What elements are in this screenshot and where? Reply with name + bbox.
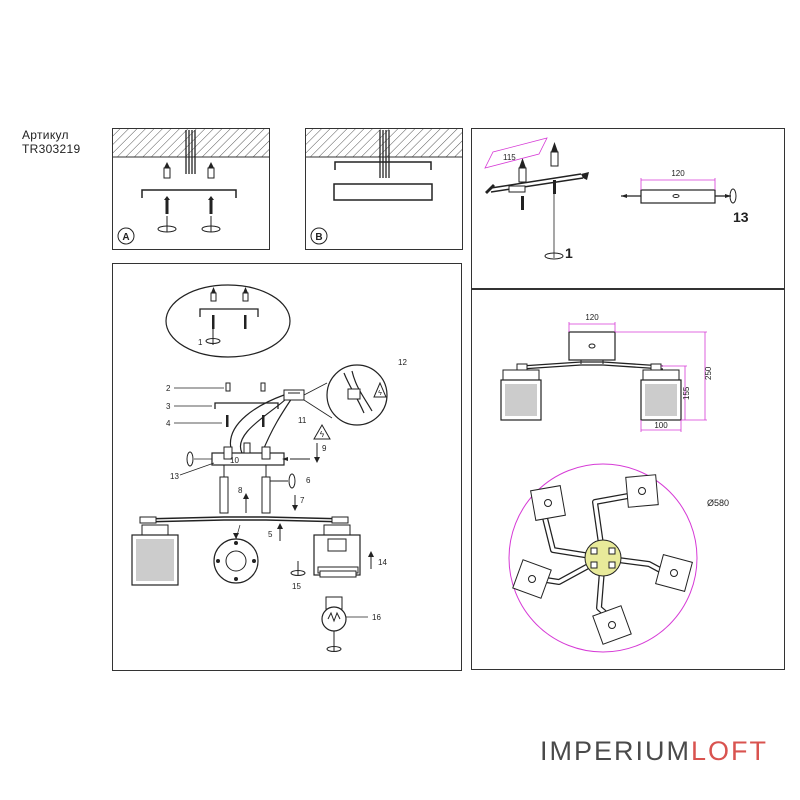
- screw-icon: [164, 196, 214, 214]
- svg-text:ϟ: ϟ: [378, 390, 382, 397]
- rotate-icon: [186, 451, 194, 467]
- lamp-shade-right: [313, 524, 361, 578]
- callout-16: 16: [372, 613, 381, 622]
- brand-logo: IMPERIUMLOFT: [540, 736, 768, 767]
- svg-text:ϟ: ϟ: [320, 430, 325, 439]
- brand-part-b: LOFT: [691, 736, 769, 766]
- callout-7: 7: [300, 496, 305, 505]
- callout-8: 8: [238, 486, 243, 495]
- callout-1-top: 1: [565, 245, 573, 261]
- callout-9: 9: [322, 444, 327, 453]
- callout-15: 15: [292, 582, 301, 591]
- callout-14: 14: [378, 558, 387, 567]
- warning-icon: ϟ: [373, 381, 387, 398]
- ring-part: [213, 524, 259, 584]
- top-view: [508, 463, 698, 653]
- lamp-shade-right: [640, 369, 682, 421]
- panel-top-right: [471, 128, 785, 290]
- panel-b-drawing: B: [306, 129, 462, 245]
- panel-b-letter: B: [315, 232, 322, 243]
- rotate-icon: [157, 216, 221, 233]
- arrow-up-icon: [277, 523, 283, 541]
- rotate-icon: [544, 252, 564, 260]
- article-block: Артикул TR303219: [22, 128, 80, 156]
- panel-a-drawing: A: [113, 129, 269, 245]
- dim-115: 115: [503, 153, 516, 162]
- panel-top-right-drawing: 115 1 120 13: [484, 137, 749, 261]
- lamp-shade-left: [500, 369, 542, 421]
- rotate-icon: [729, 188, 737, 204]
- lamp-shade-left: [131, 524, 179, 586]
- callout-13: 13: [170, 472, 179, 481]
- rotate-icon: [326, 646, 342, 652]
- arrow-down-icon: [314, 443, 320, 463]
- panel-a: [112, 128, 270, 250]
- callout-6: 6: [306, 476, 311, 485]
- article-code: TR303219: [22, 142, 81, 156]
- panel-bottom-right: [471, 288, 785, 670]
- screw-icon: [521, 180, 556, 210]
- callout-10: 10: [230, 456, 239, 465]
- dim-120: 120: [585, 313, 599, 322]
- callout-12: 12: [398, 358, 407, 367]
- article-label: Артикул: [22, 128, 69, 142]
- callout-13-top: 13: [733, 209, 749, 225]
- callout-1: 1: [198, 338, 203, 347]
- anchor-icon: [518, 142, 559, 183]
- callout-3: 3: [166, 402, 171, 411]
- dim-100: 100: [654, 421, 668, 430]
- callout-2: 2: [166, 384, 171, 393]
- panel-main: [112, 263, 462, 671]
- rotate-icon: [288, 473, 296, 489]
- callout-4: 4: [166, 419, 171, 428]
- panel-b: [305, 128, 463, 250]
- panel-bottom-right-drawing: 120 250 155 100 Ø580: [500, 313, 729, 653]
- arrow-down-icon: [292, 495, 298, 511]
- bulb-icon: [321, 596, 347, 632]
- rotate-icon: [290, 570, 306, 576]
- panel-main-drawing: 1 2 3 4 ϟ 12 11 ϟ 10 9 13: [131, 284, 407, 652]
- callout-11: 11: [298, 416, 307, 425]
- dim-250: 250: [704, 366, 713, 380]
- panel-a-letter: A: [122, 232, 129, 243]
- warning-icon: ϟ: [313, 423, 331, 440]
- brand-part-a: IMPERIUM: [540, 736, 691, 766]
- callout-5: 5: [268, 530, 273, 539]
- dim-155: 155: [682, 386, 691, 400]
- dim-diameter: Ø580: [707, 498, 729, 508]
- arrow-up-icon: [368, 551, 374, 569]
- dim-120-top: 120: [671, 169, 685, 178]
- arrow-up-icon: [243, 493, 249, 513]
- anchor-icon: [163, 162, 215, 179]
